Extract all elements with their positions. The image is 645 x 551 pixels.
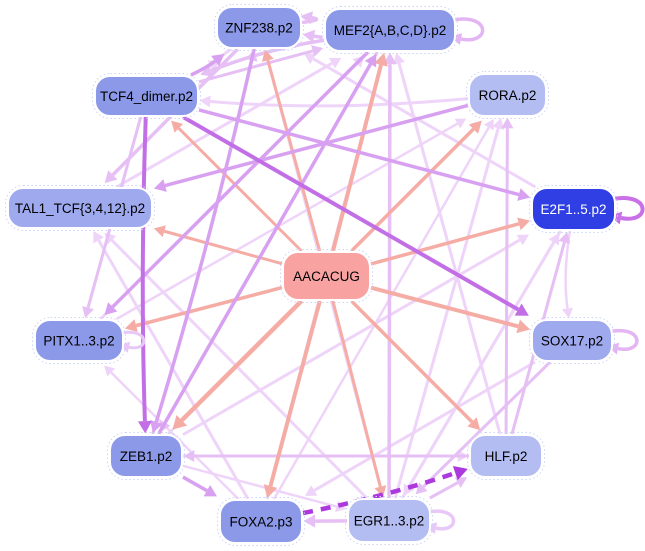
edge-aacacug-mef2 — [331, 52, 388, 252]
node-egr1[interactable]: EGR1..3.p2 — [345, 496, 433, 545]
edge-aacacug-sox17 — [370, 285, 531, 334]
edge-tcf4-sox17 — [182, 115, 529, 316]
edge-foxa2-rora — [272, 118, 494, 500]
edge-egr1-foxa2 — [303, 514, 348, 528]
edge-aacacug-hlf — [350, 299, 481, 431]
node-label-mef2: MEF2{A,B,C,D}.p2 — [334, 23, 447, 38]
edge-aacacug-foxa2 — [263, 300, 322, 499]
edge-aacacug-tcf4 — [171, 120, 303, 253]
edge-tcf4-zeb1 — [137, 116, 152, 434]
node-hlf[interactable]: HLF.p2 — [467, 432, 545, 480]
edge-tal1-mef2 — [115, 57, 342, 189]
edge-aacacug-e2f1 — [370, 217, 531, 266]
node-label-zeb1: ZEB1.p2 — [120, 449, 173, 464]
node-tcf4[interactable]: TCF4_dimer.p2 — [92, 73, 201, 119]
node-rora[interactable]: RORA.p2 — [466, 71, 549, 119]
node-pitx1[interactable]: PITX1..3.p2 — [32, 317, 126, 364]
edge-hlf-zeb1 — [183, 449, 469, 463]
edge-mef2-pitx1 — [104, 50, 370, 316]
node-label-rora: RORA.p2 — [479, 88, 537, 103]
edge-foxa2-hlf — [302, 465, 468, 516]
node-sox17[interactable]: SOX17.p2 — [529, 317, 615, 364]
edge-aacacug-pitx1 — [124, 285, 283, 332]
edge-aacacug-rora — [350, 120, 482, 253]
node-aacacug[interactable]: AACACUG — [280, 249, 373, 303]
edge-aacacug-znf238 — [262, 49, 322, 252]
node-label-e2f1: E2F1..5.p2 — [540, 202, 606, 217]
edge-tcf4-znf238 — [190, 54, 225, 77]
edge-znf238-mef2 — [300, 11, 319, 25]
node-label-foxa2: FOXA2.p3 — [229, 515, 292, 530]
node-zeb1[interactable]: ZEB1.p2 — [107, 432, 185, 480]
edge-tcf4-mef2 — [198, 45, 324, 84]
edge-sox17-foxa2 — [304, 360, 536, 496]
edge-egr1-mef2 — [383, 52, 397, 499]
edge-tcf4-e2f1 — [198, 108, 531, 201]
edge-aacacug-egr1 — [331, 300, 387, 498]
node-label-tcf4: TCF4_dimer.p2 — [100, 89, 193, 104]
node-e2f1[interactable]: E2F1..5.p2 — [529, 185, 618, 233]
node-label-sox17: SOX17.p2 — [541, 334, 603, 349]
node-mef2[interactable]: MEF2{A,B,C,D}.p2 — [322, 6, 458, 54]
edge-egr1-hlf — [429, 477, 468, 500]
edge-znf238-zeb1 — [150, 48, 256, 434]
node-label-tal1: TAL1_TCF{3,4,12}.p2 — [15, 201, 145, 216]
node-label-znf238: ZNF238.p2 — [225, 21, 293, 36]
edge-aacacug-zeb1 — [172, 299, 304, 430]
edge-hlf-rora — [501, 117, 514, 435]
edge-zeb1-e2f1 — [182, 234, 530, 436]
edge-egr1-rora — [393, 117, 505, 499]
node-label-pitx1: PITX1..3.p2 — [43, 334, 114, 349]
node-tal1[interactable]: TAL1_TCF{3,4,12}.p2 — [5, 185, 155, 231]
node-label-aacacug: AACACUG — [293, 269, 360, 284]
edge-zeb1-mef2 — [157, 54, 377, 435]
edge-zeb1-foxa2 — [182, 475, 217, 497]
edge-hlf-mef2 — [393, 52, 502, 435]
edge-e2f1-znf238 — [303, 53, 537, 189]
node-label-egr1: EGR1..3.p2 — [354, 514, 425, 529]
edge-pitx1-rora — [115, 118, 467, 321]
edge-rora-tal1 — [153, 103, 469, 192]
edge-foxa2-pitx1 — [104, 365, 240, 500]
node-label-hlf: HLF.p2 — [485, 449, 528, 464]
node-znf238[interactable]: ZNF238.p2 — [214, 4, 304, 51]
edge-sox17-egr1 — [415, 360, 552, 495]
node-foxa2[interactable]: FOXA2.p3 — [217, 497, 305, 546]
